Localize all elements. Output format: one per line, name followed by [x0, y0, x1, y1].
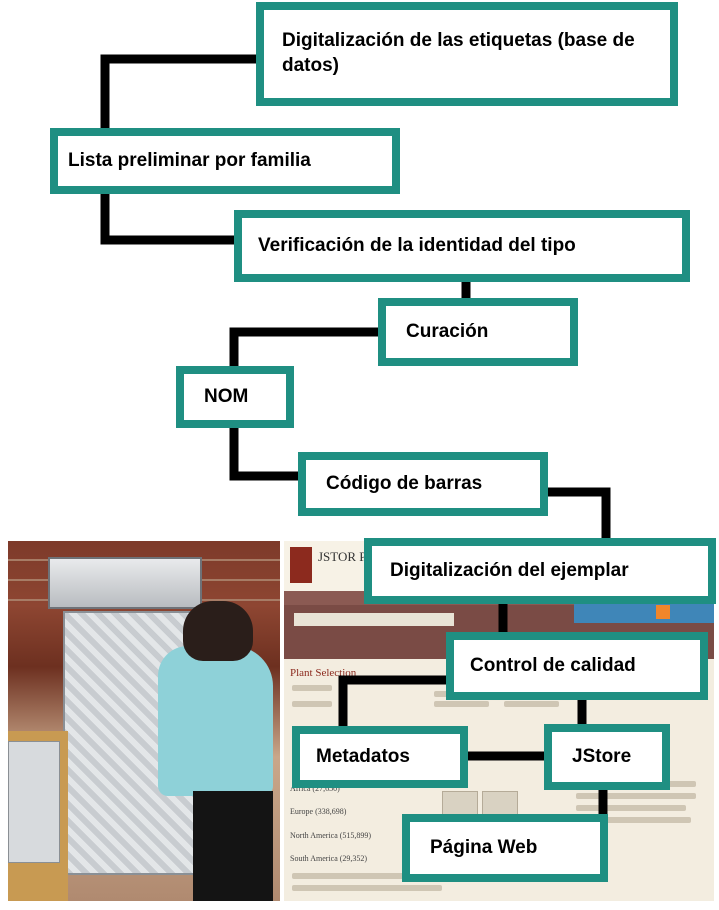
region-europe: Europe (338,698) — [290, 807, 347, 816]
step-label: Control de calidad — [470, 654, 636, 676]
scanner-photo — [8, 541, 280, 901]
step-label: Metadatos — [316, 745, 410, 767]
person-head — [183, 601, 253, 661]
person-body — [158, 646, 273, 796]
connector-5 — [229, 423, 305, 481]
office-machine — [8, 741, 60, 863]
web-text-line — [434, 701, 489, 707]
web-search-box — [294, 613, 454, 626]
step-nom: NOM — [176, 366, 294, 428]
step-label: Verificación de la identidad del tipo — [258, 234, 576, 256]
web-text-line — [292, 873, 452, 879]
web-social-bar — [574, 601, 714, 623]
step-label: Página Web — [430, 836, 538, 858]
scanner-lamp-head — [48, 557, 202, 609]
web-text-line — [504, 701, 559, 707]
step-label: JStore — [572, 745, 632, 767]
web-text-line — [292, 685, 332, 691]
step-codigo-barras: Código de barras — [298, 452, 548, 516]
web-text-line — [292, 885, 442, 891]
step-label: Digitalización de las etiquetas (base de… — [282, 30, 635, 76]
step-metadatos: Metadatos — [292, 726, 468, 788]
step-label: NOM — [204, 385, 249, 407]
rss-icon — [656, 605, 670, 619]
step-label: Curación — [406, 320, 489, 342]
connector-2 — [100, 187, 239, 245]
region-north-america: North America (515,899) — [290, 831, 372, 840]
step-label: Lista preliminar por familia — [68, 149, 311, 171]
connector-6 — [541, 487, 611, 547]
web-text-line — [292, 701, 332, 707]
step-lista-preliminar: Lista preliminar por familia — [50, 128, 400, 194]
step-digitalizacion-etiquetas: Digitalización de las etiquetas (base de… — [256, 2, 678, 106]
step-digitalizacion-ejemplar: Digitalización del ejemplar — [364, 538, 716, 604]
region-south-america: South America (29,352) — [290, 854, 368, 863]
step-jstore: JStore — [544, 724, 670, 790]
connector-1 — [100, 54, 261, 135]
step-verificacion-tipo: Verificación de la identidad del tipo — [234, 210, 690, 282]
web-title: JSTOR Pla — [318, 549, 376, 564]
step-label: Código de barras — [326, 472, 483, 494]
web-text-line — [576, 817, 691, 823]
person-legs — [193, 791, 273, 901]
region-africa: Africa (27,650) — [290, 784, 340, 793]
web-text-line — [576, 805, 686, 811]
step-pagina-web: Página Web — [402, 814, 608, 882]
step-control-calidad: Control de calidad — [446, 632, 708, 700]
web-text-line — [576, 793, 696, 799]
step-label: Digitalización del ejemplar — [390, 559, 629, 581]
step-curacion: Curación — [378, 298, 578, 366]
connector-4 — [229, 327, 385, 373]
web-sidebar-title: Plant Selection — [290, 667, 357, 679]
jstor-logo — [290, 547, 312, 583]
